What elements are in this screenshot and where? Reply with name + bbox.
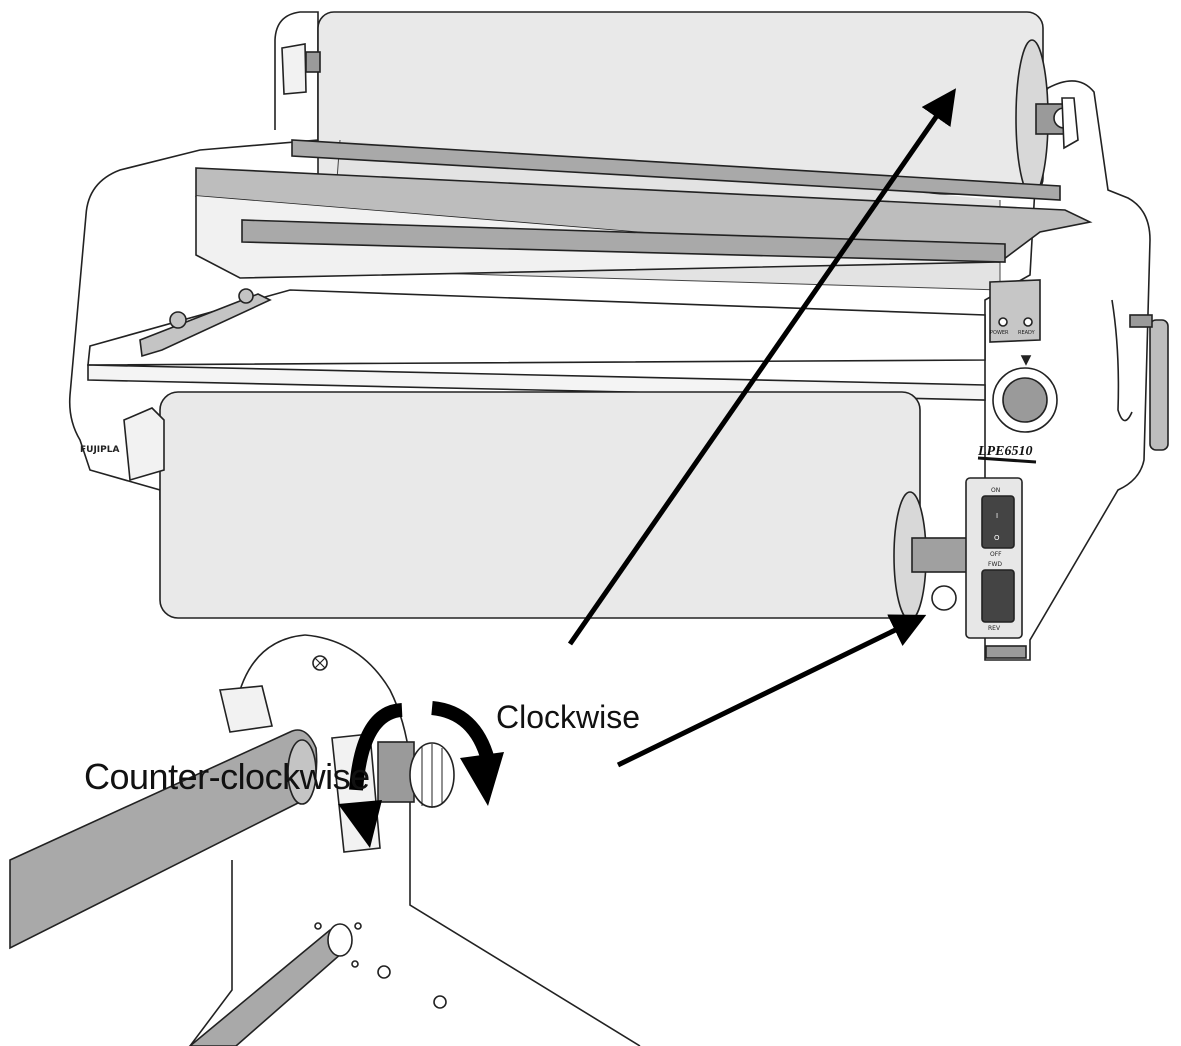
clockwise-rotation-arrow [431, 701, 495, 763]
side-panel [1111, 299, 1133, 422]
switch1-on-mark: I [996, 512, 998, 520]
pointer-arrow-knob [616, 614, 927, 768]
switch1-bottom-label: OFF [990, 551, 1002, 558]
bottom-supply-roll [159, 391, 921, 619]
ready-indicator-label: READY [1018, 330, 1036, 336]
direction-switch [981, 569, 1015, 623]
left-bracket [281, 43, 307, 95]
counter-clockwise-rotation-arrow [349, 703, 403, 791]
switch1-top-label: ON [991, 487, 1000, 494]
power-indicator-led [998, 317, 1008, 327]
switch1-off-mark: O [994, 534, 1000, 542]
switch2-bottom-label: REV [988, 625, 1001, 632]
side-handle [1149, 319, 1169, 451]
model-label: LPE6510 [977, 444, 1032, 459]
lower-bar [241, 219, 1006, 263]
brand-logo: FUJIPLA [80, 445, 119, 455]
zoom-inset [9, 634, 641, 1046]
clockwise-arrowhead [460, 752, 504, 806]
counter-clockwise-label: Counter-clockwise [84, 756, 370, 797]
ready-indicator-led [1023, 317, 1033, 327]
feed-guide [139, 293, 272, 358]
inset-lower-shaft [188, 929, 351, 1046]
counter-clockwise-arrowhead [338, 800, 382, 848]
bottom-roll-knob [931, 585, 957, 611]
inset-clamp-left [219, 685, 273, 733]
feed-tray [87, 289, 986, 366]
laminator-machine [9, 11, 1169, 1046]
switch2-top-label: FWD [988, 561, 1002, 568]
right-side-frame [984, 80, 1151, 661]
pointer-arrow-top-roll [567, 88, 956, 646]
clockwise-label: Clockwise [496, 699, 641, 735]
upper-bar [291, 139, 1061, 201]
power-indicator-label: POWER [990, 330, 1009, 336]
power-switch [981, 495, 1015, 549]
left-lower-bracket [123, 407, 165, 482]
